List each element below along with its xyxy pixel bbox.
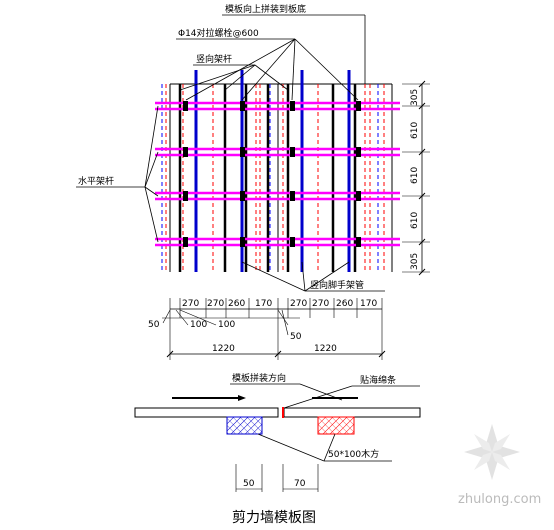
right-dim-3: 610: [410, 167, 420, 184]
svg-text:竖向脚手架管: 竖向脚手架管: [310, 279, 364, 291]
timber-block-left: [226, 416, 263, 435]
svg-text:模板拼装方向: 模板拼装方向: [232, 372, 286, 384]
vertical-rod-label: 竖向架杆: [179, 53, 289, 91]
right-dim-5: 305: [410, 253, 420, 270]
row2-dim-2: 100: [190, 320, 207, 330]
svg-text:竖向架杆: 竖向架杆: [196, 53, 232, 65]
tie-bolt-nuts: [183, 101, 361, 247]
watermark-text: zhulong.com: [458, 492, 541, 507]
vertical-scaffold-tube-label: 竖向脚手架管: [241, 261, 385, 292]
svg-text:贴海绵条: 贴海绵条: [360, 374, 396, 386]
section-dim-50: 50: [243, 479, 255, 489]
row1-left-1: 270: [182, 299, 199, 309]
total-right: 1220: [314, 344, 337, 354]
row1-right-3: 260: [336, 299, 353, 309]
row1-right-1: 270: [290, 299, 307, 309]
row2-dim-4: 50: [290, 332, 302, 342]
total-left: 1220: [212, 344, 235, 354]
vertical-studs: [178, 84, 357, 272]
row1-left-4: 170: [255, 299, 272, 309]
bottom-dimension-row2: 50 100 100 50: [148, 309, 302, 342]
right-dim-2: 610: [410, 122, 420, 139]
right-dim-1: 305: [410, 89, 420, 106]
horizontal-rod-label: 水平架杆: [76, 105, 159, 243]
row1-right-2: 270: [312, 299, 329, 309]
watermark-logo: [464, 424, 520, 480]
row2-dim-1: 50: [148, 320, 160, 330]
row2-dim-3: 100: [218, 320, 235, 330]
timber-block-right: [317, 416, 355, 435]
bottom-dimension-totals: 1220 1220: [166, 318, 386, 360]
svg-text:Φ14对拉螺栓@600: Φ14对拉螺栓@600: [178, 27, 259, 39]
bottom-dimension-row1: 270 270 260 170 270 270 260 170: [169, 298, 383, 318]
svg-text:模板向上拼装到板底: 模板向上拼装到板底: [225, 3, 306, 15]
dashed-panel-lines: [161, 84, 385, 272]
row1-right-4: 170: [360, 299, 377, 309]
row1-left-3: 260: [228, 299, 245, 309]
drawing-caption: 剪力墙模板图: [232, 510, 316, 526]
row1-left-2: 270: [207, 299, 224, 309]
right-dim-4: 610: [410, 212, 420, 229]
assembly-section: 模板拼装方向 贴海绵条 50*100木方 50 70: [134, 372, 421, 492]
top-note-label: 模板向上拼装到板底: [222, 3, 366, 84]
right-dimension-chain: 305 610 610 610 305: [402, 80, 430, 276]
section-dim-70: 70: [294, 479, 306, 489]
svg-text:水平架杆: 水平架杆: [78, 175, 114, 187]
vertical-scaffold-pipes: [194, 70, 351, 272]
svg-text:50*100木方: 50*100木方: [328, 448, 379, 460]
